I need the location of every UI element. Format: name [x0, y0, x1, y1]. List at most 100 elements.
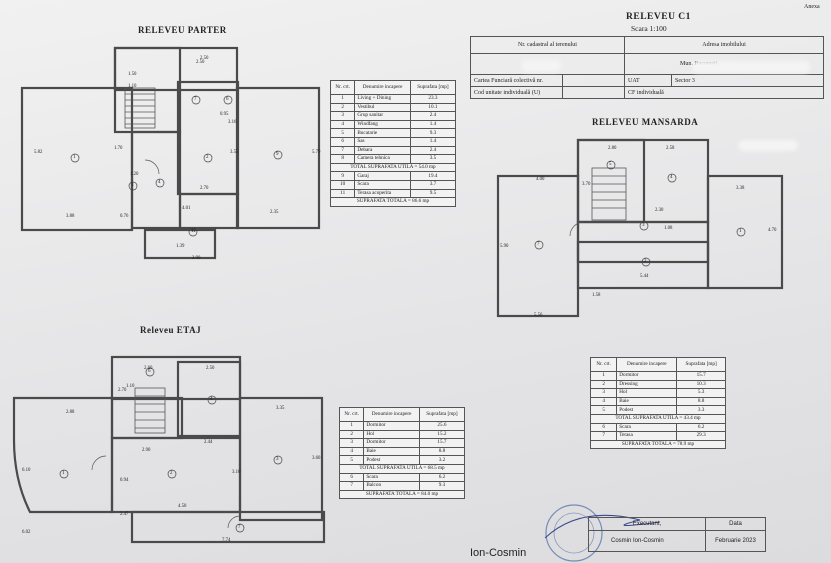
dimension-label: 4.01 [182, 206, 191, 211]
dimension-label: 5.44 [640, 274, 649, 279]
dimension-label: 3.60 [312, 456, 321, 461]
dimension-label: 5.56 [534, 313, 543, 318]
dimension-label: 3.35 [276, 406, 285, 411]
grand-total: SUPRAFATA TOTALA = 86.6 mp [330, 197, 456, 207]
dimension-label: 3.16 [228, 120, 237, 125]
room-number: 2 [206, 155, 209, 160]
room-number: 1 [73, 155, 76, 160]
annex-label: Anexa [804, 4, 820, 10]
dimension-label: 2.47 [120, 512, 129, 517]
room-number: 6 [148, 369, 151, 374]
title-parter: RELEVEU PARTER [138, 25, 227, 35]
header-nr: Nr. crt. [338, 407, 365, 422]
room-number: 3 [276, 457, 279, 462]
signer-name: Ion-Cosmin [470, 547, 527, 559]
room-number: 1 [739, 229, 742, 234]
room-number: 7 [194, 97, 197, 102]
room-number: 4 [670, 175, 673, 180]
room-number: 3 [642, 223, 645, 228]
room-number: 5 [609, 162, 612, 167]
room-number: 7 [238, 525, 241, 530]
dimension-label: 2.90 [192, 256, 201, 261]
title-mansarda: RELEVEU MANSARDA [592, 117, 699, 127]
room-number: 7 [537, 242, 540, 247]
dimension-label: 5.79 [312, 150, 321, 155]
executant-label: Executant, [588, 517, 706, 531]
header-nr: Nr. crt. [329, 80, 356, 95]
doors [91, 159, 585, 529]
room-number: 2 [644, 259, 647, 264]
title-etaj: Releveu ETAJ [140, 325, 202, 335]
room-number: 3 [131, 183, 134, 188]
title-c1: RELEVEU C1 [626, 12, 691, 22]
room-number: 4 [158, 180, 161, 185]
executant-table: Executant, Data Cosmin Ion-Cosmin Februa… [588, 517, 766, 552]
dimension-label: 3.38 [736, 186, 745, 191]
parter-plan [20, 46, 321, 260]
room-number: 4 [210, 397, 213, 402]
room-number: 1 [62, 471, 65, 476]
scale-label: Scara 1:100 [631, 24, 667, 33]
dimension-label: 1.58 [592, 293, 601, 298]
dimension-label: 6.02 [22, 530, 31, 535]
dimension-label: 2.70 [200, 186, 209, 191]
dimension-label: 5.90 [500, 244, 509, 249]
dimension-label: 2.30 [655, 208, 664, 213]
room-number: 6 [226, 97, 229, 102]
dimension-label: 1.10 [126, 384, 135, 389]
header-area: Suprafata [mp] [409, 80, 457, 95]
redaction-blur [692, 61, 810, 73]
dimension-label: 0.95 [220, 112, 229, 117]
dimension-label: 3.55 [230, 150, 239, 155]
dimension-label: 0.94 [120, 478, 129, 483]
grand-total: SUPRAFATA TOTALA = 78.9 mp [590, 439, 726, 450]
dimension-label: 1.70 [114, 146, 123, 151]
dimension-label: 2.70 [118, 388, 127, 393]
dimension-label: 0.76 [120, 214, 129, 219]
dimension-label: 4.70 [768, 228, 777, 233]
dimension-label: 4.00 [536, 177, 545, 182]
redaction-blur [521, 60, 561, 72]
dimension-label: 1.50 [128, 72, 137, 77]
dimension-label: 4.50 [178, 504, 187, 509]
room-number: 11 [191, 229, 196, 234]
dimension-label: 6.10 [22, 468, 31, 473]
header-area: Suprafata [mp] [676, 357, 726, 372]
dimension-label: 2.44 [204, 440, 213, 445]
dimension-label: 3.10 [232, 470, 241, 475]
room-number: 9 [276, 152, 279, 157]
dimension-label: 5.82 [34, 150, 43, 155]
dimension-label: 3.70 [582, 182, 591, 187]
dimension-label: 2.60 [144, 366, 153, 371]
room-number: 2 [170, 471, 173, 476]
etaj-plan [12, 355, 326, 544]
dimension-label: 2.50 [206, 366, 215, 371]
header-name: Denumire incapere [616, 357, 678, 372]
dimension-label: 2.90 [142, 448, 151, 453]
dimension-label: 1.08 [664, 226, 673, 231]
header-name: Denumire incapere [363, 407, 420, 422]
dimension-label: 7.74 [222, 538, 231, 543]
dimension-label: 2.50 [196, 60, 205, 65]
dimension-label: 3.88 [66, 214, 75, 219]
redaction-blur [738, 140, 798, 151]
dimension-label: 1.20 [130, 172, 139, 177]
header-area: Suprafata [mp] [418, 407, 466, 422]
grand-total: SUPRAFATA TOTALA = 84.0 mp [339, 489, 465, 500]
stairs [124, 87, 627, 434]
header-nr: Nr. crt. [589, 357, 618, 372]
cf-individual-label: CF individuală [624, 86, 824, 99]
date-value: Februarie 2023 [705, 530, 766, 552]
dimension-label: 2.50 [200, 56, 209, 61]
dimension-label: 1.39 [176, 244, 185, 249]
dimension-label: 1.10 [128, 84, 137, 89]
date-label: Data [705, 517, 766, 531]
dimension-label: 2.80 [608, 146, 617, 151]
dimension-label: 2.88 [66, 410, 75, 415]
dimension-label: 2.35 [270, 210, 279, 215]
